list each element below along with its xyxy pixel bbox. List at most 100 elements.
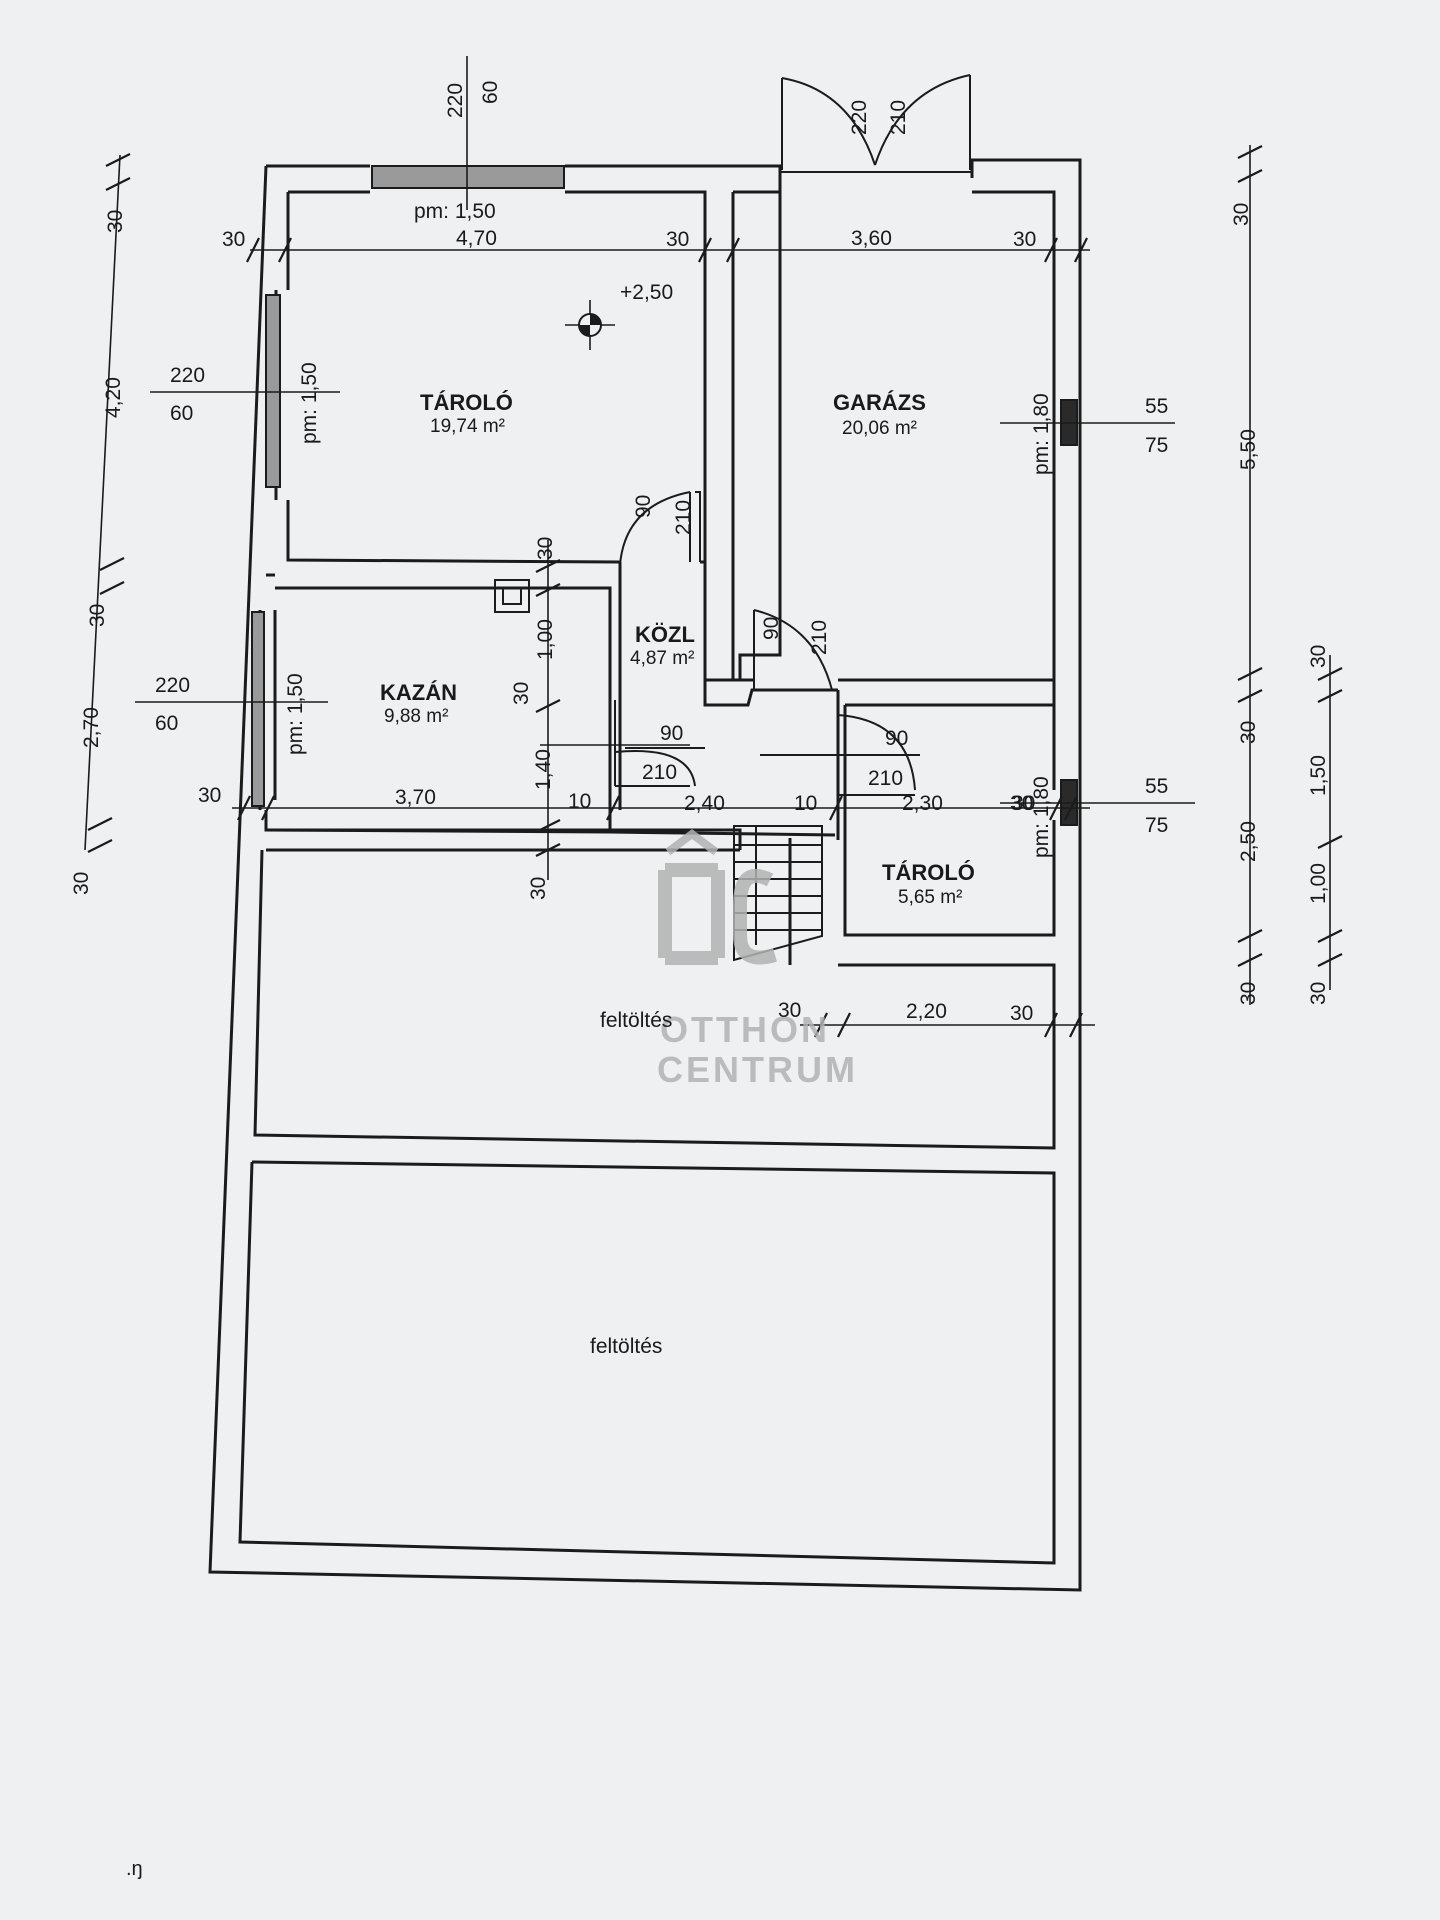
dim-left-pm1: pm: 1,50 (298, 362, 321, 444)
dim-left-wall-mid: 30 (86, 604, 109, 627)
dimension-lines (84, 56, 1343, 1038)
room-name-garage: GARÁZS (833, 390, 926, 415)
room-name-boiler: KAZÁN (380, 680, 457, 705)
dim-gar-door-h: 220 (848, 100, 871, 135)
watermark: OTTHON CENTRUM (657, 829, 858, 1090)
room-area-corridor: 4,87 m² (630, 648, 694, 669)
dim-left-win1-h: 220 (170, 364, 205, 387)
dim-top-win-h: 220 (444, 83, 467, 118)
garage-wall (731, 190, 1056, 937)
fill-wall (238, 1160, 1056, 1565)
dim-door-tar-h: 210 (672, 500, 695, 535)
dim-left-win1-w: 60 (170, 402, 193, 425)
dim-kaz-v2: 30 (510, 682, 533, 705)
elevation-marker (565, 300, 615, 350)
dim-door-tar2-h: 210 (868, 767, 903, 790)
dim-left-pm2: pm: 1,50 (284, 673, 307, 755)
dim-right-pm1: pm: 1,80 (1030, 393, 1053, 475)
dim-kaz-wall-bottom: 30 (527, 877, 550, 900)
room-name-storage-small: TÁROLÓ (882, 860, 975, 885)
corner-mark: .ŋ (126, 1858, 143, 1880)
watermark-line2: CENTRUM (657, 1049, 858, 1090)
dim-door-kaz-w: 90 (660, 722, 683, 745)
dim-kaz-v1: 1,00 (534, 619, 557, 660)
garage-door (780, 74, 972, 173)
dim-bottom-tar-width: 2,30 (902, 792, 943, 815)
dim-left-total-top: 30 (104, 210, 127, 233)
dim-right-top: 30 (1230, 203, 1253, 226)
door-boiler (614, 700, 696, 787)
dim-top-pm: pm: 1,50 (414, 200, 496, 223)
dim-door-kaz-h: 210 (642, 761, 677, 784)
dim-right-inner-30: 30 (1010, 792, 1033, 815)
dim-bottom-kozl-width: 2,40 (684, 792, 725, 815)
dim-gar-door-w: 210 (887, 100, 910, 135)
dim-right2-top: 30 (1307, 645, 1330, 668)
room-area-storage-large: 19,74 m² (430, 416, 505, 437)
dim-top-win-w: 60 (479, 81, 502, 104)
room-labels: TÁROLÓ 19,74 m² GARÁZS 20,06 m² KÖZL 4,8… (380, 281, 975, 1358)
dim-bottom-wall-left: 30 (198, 784, 221, 807)
doors (614, 74, 972, 796)
dim-bottom-wall-right: 30 (1012, 792, 1035, 815)
dim-right-wall-mid: 30 (1237, 721, 1260, 744)
outer-wall-inner (288, 178, 1056, 682)
room-name-storage-large: TÁROLÓ (420, 390, 513, 415)
dimension-labels: 220 60 pm: 1,50 4,70 30 30 3,60 30 220 2… (70, 81, 1330, 1025)
room-area-garage: 20,06 m² (842, 418, 917, 439)
dim-kaz-wall-top: 30 (534, 537, 557, 560)
dim-right-bottom: 30 (1237, 982, 1260, 1005)
dim-fill-wall-left: 30 (778, 999, 801, 1022)
dim-left-win2-h: 220 (155, 674, 190, 697)
dim-left-win2-w: 60 (155, 712, 178, 735)
corridor-wall (609, 562, 1054, 837)
mid-wall (253, 828, 1056, 1150)
room-name-fill-lower: feltöltés (590, 1335, 662, 1358)
dim-door-gar-h: 210 (808, 620, 831, 655)
storage-large-wall (274, 192, 705, 564)
dim-left-tar-height: 4,20 (102, 377, 125, 418)
dim-left-kaz-height: 2,70 (80, 707, 103, 748)
dim-right2-a: 1,50 (1307, 755, 1330, 796)
door-garage (753, 609, 833, 691)
dim-bottom-10a: 10 (568, 790, 591, 813)
window-left-2 (251, 611, 265, 807)
dim-top-wall-right: 30 (1013, 228, 1036, 251)
dim-door-gar-w: 90 (760, 617, 783, 640)
door-storage (619, 491, 701, 566)
chimney (494, 579, 530, 613)
dim-top-wall-left: 30 (222, 228, 245, 251)
room-name-corridor: KÖZL (635, 622, 695, 647)
room-area-storage-small: 5,65 m² (898, 887, 962, 908)
dim-right-win2-b: 75 (1145, 814, 1168, 837)
elevation-label: +2,50 (620, 281, 673, 304)
dim-fill-width: 2,20 (906, 1000, 947, 1023)
dim-right-win1-b: 75 (1145, 434, 1168, 457)
dim-top-wall-mid: 30 (666, 228, 689, 251)
window-left-1 (265, 294, 281, 488)
dim-door-tar2-w: 90 (885, 727, 908, 750)
window-top (371, 165, 565, 189)
room-name-fill-upper: feltöltés (600, 1009, 672, 1032)
dim-fill-wall-right: 30 (1010, 1002, 1033, 1025)
outer-wall (208, 158, 1082, 1592)
storage-small-wall (836, 705, 847, 935)
boiler-wall (258, 573, 612, 834)
dim-right-win1-a: 55 (1145, 395, 1168, 418)
dim-right2-b: 1,00 (1307, 863, 1330, 904)
watermark-line1: OTTHON (660, 1009, 830, 1050)
dim-kaz-v3: 1,40 (532, 749, 555, 790)
dim-right-tar-height: 2,50 (1237, 821, 1260, 862)
dim-right-pm2: pm: 1,80 (1030, 776, 1053, 858)
dim-bottom-kaz-width: 3,70 (395, 786, 436, 809)
dim-bottom-10b: 10 (794, 792, 817, 815)
dim-right-gar-height: 5,50 (1237, 429, 1260, 470)
dim-top-tar-width: 4,70 (456, 227, 497, 250)
dim-top-gar-width: 3,60 (851, 227, 892, 250)
dim-right2-bottom: 30 (1307, 982, 1330, 1005)
dim-left-wall-bottom: 30 (70, 872, 93, 895)
dim-door-tar-w: 90 (632, 495, 655, 518)
dim-right-win2-a: 55 (1145, 775, 1168, 798)
room-area-boiler: 9,88 m² (384, 706, 448, 727)
